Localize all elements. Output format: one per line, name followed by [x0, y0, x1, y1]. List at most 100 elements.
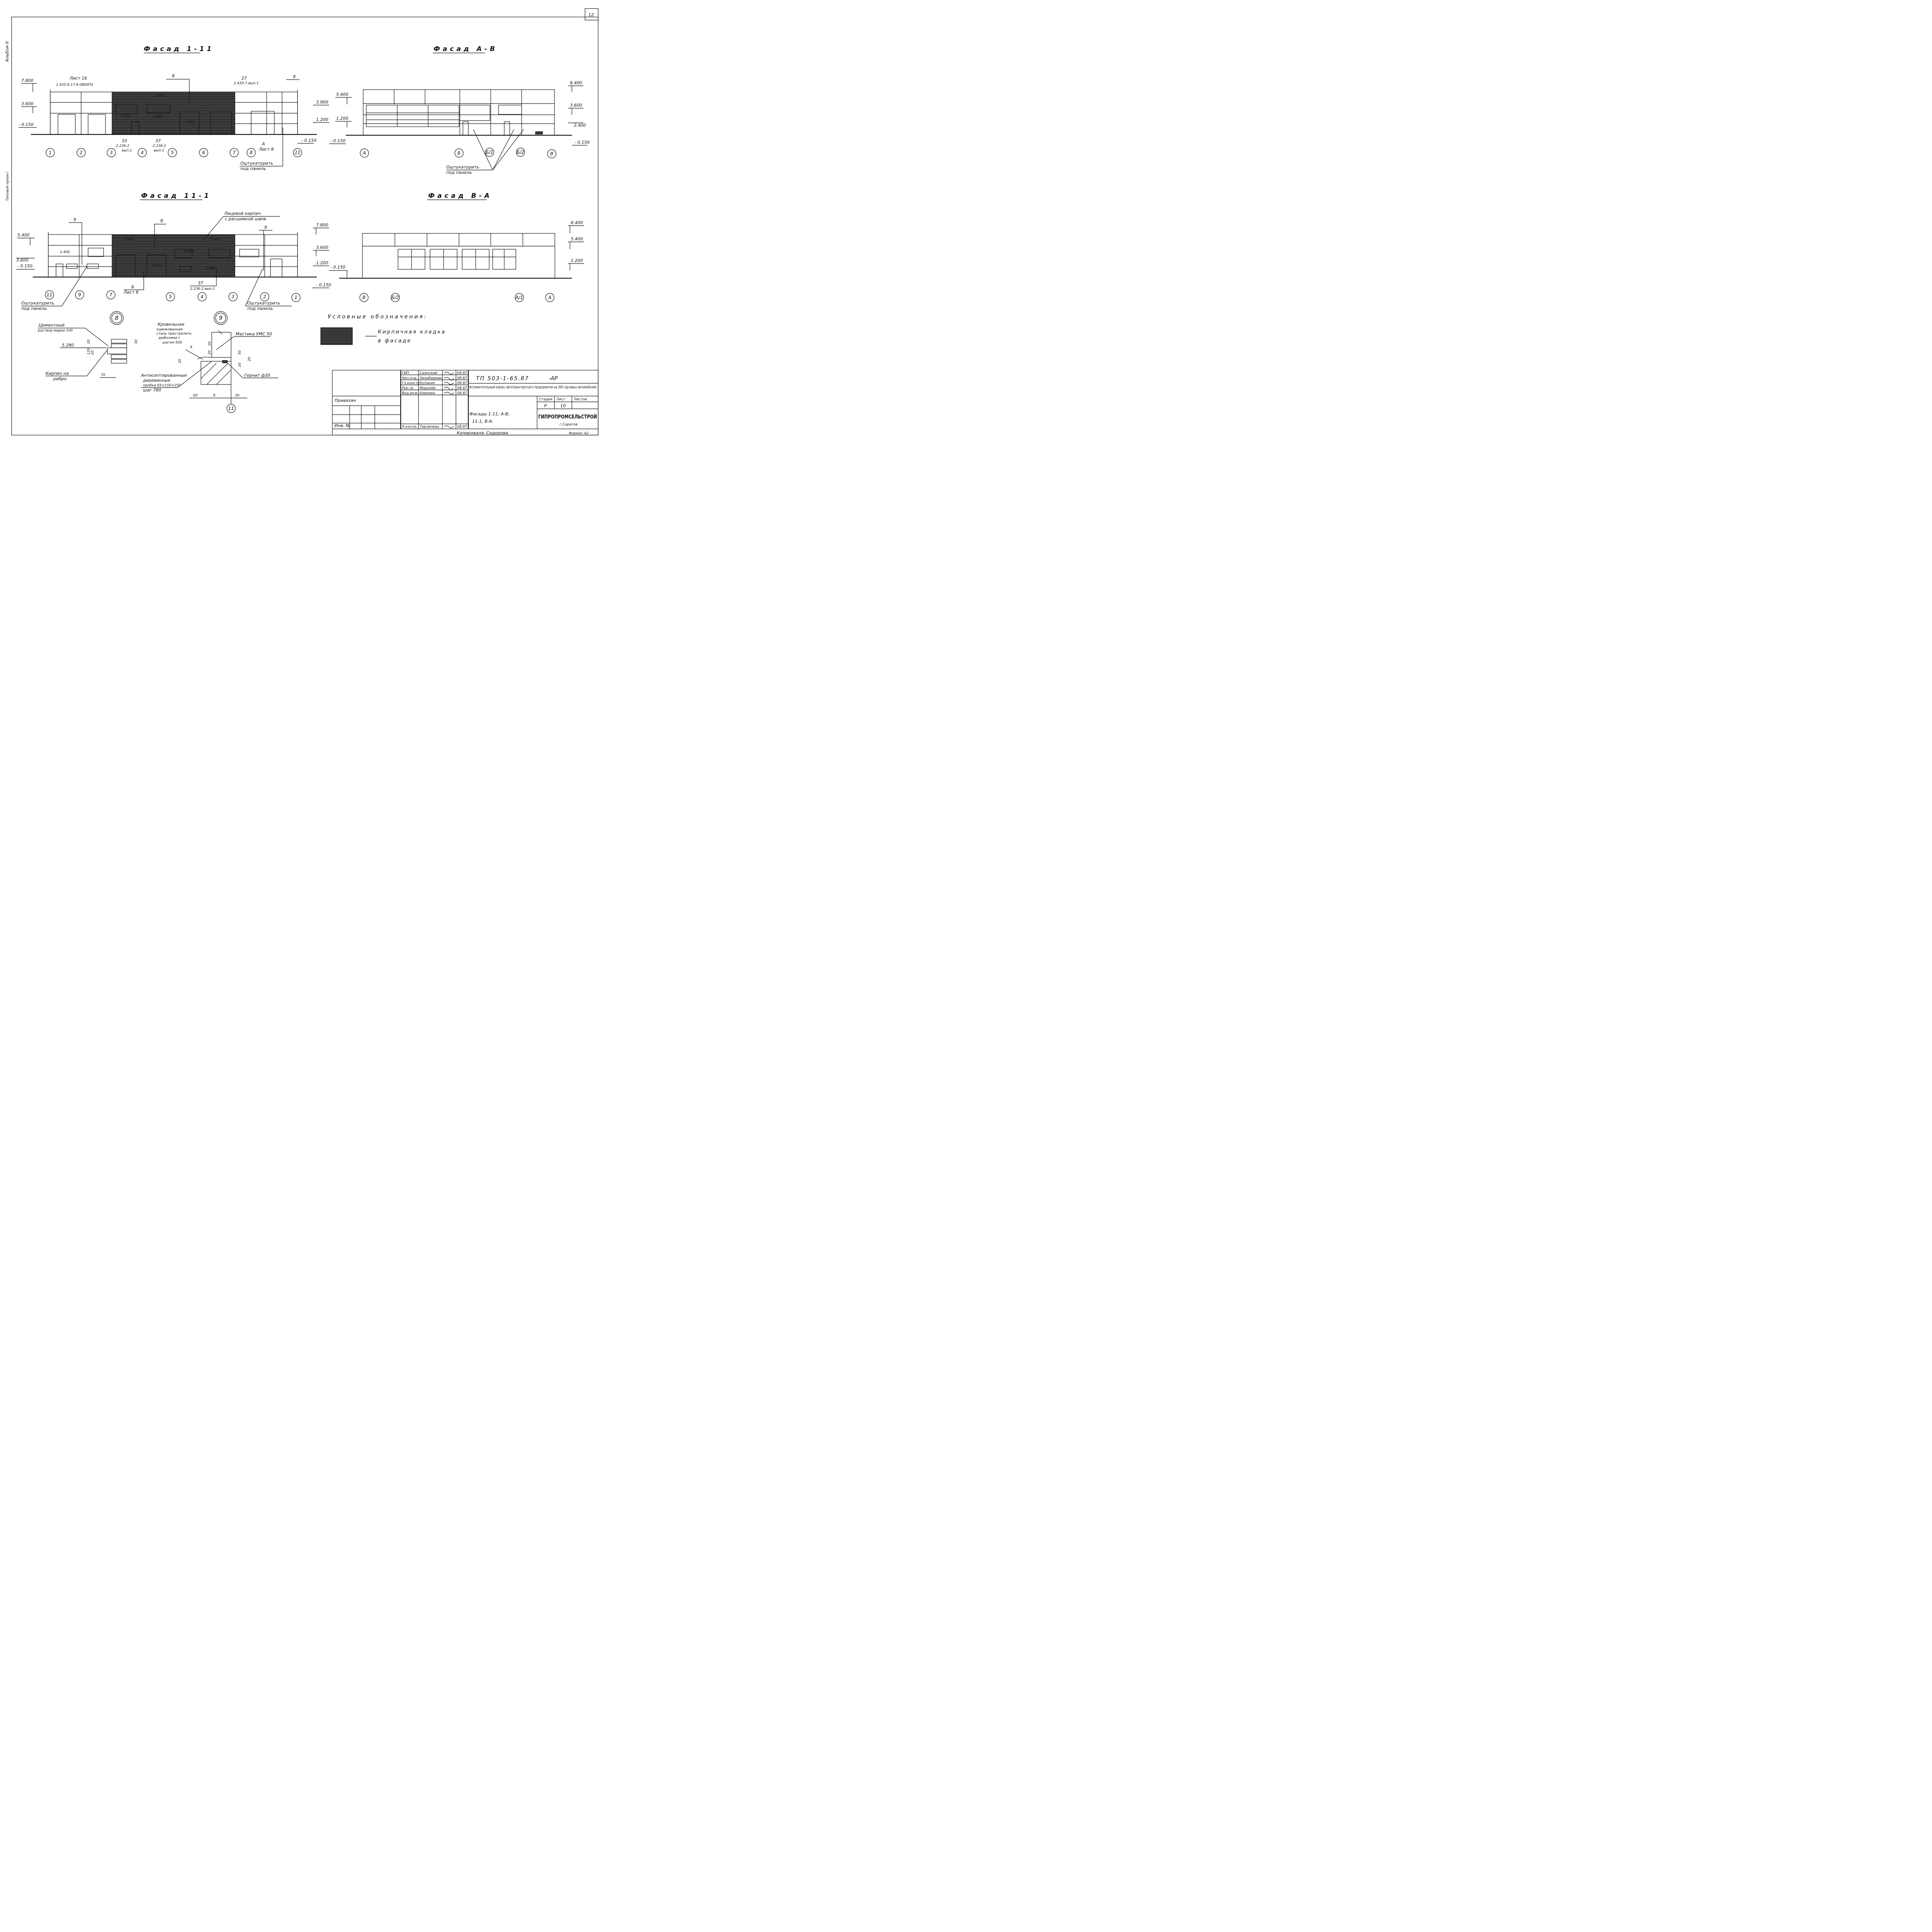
facade-1-11-levels: 7.800 3.600 - 0.150 3.900 1.200 - 0.150: [19, 78, 329, 144]
name: Киреева: [420, 391, 435, 395]
axis-label: 2: [80, 150, 83, 155]
note: Кровельная: [158, 322, 184, 327]
note: 5.400: [124, 238, 134, 242]
dim: 20: [208, 350, 212, 355]
note: 9: [293, 74, 296, 79]
sheet-title-2: 11-1; В-А.: [472, 419, 493, 424]
note: 8: [172, 73, 175, 78]
facade-v-a-title: Фасад В-А: [428, 192, 492, 200]
note: Лист 8: [123, 290, 138, 295]
note: раствор марки 100: [37, 329, 73, 333]
note: Оштукатурить: [446, 165, 479, 170]
dim: 120: [87, 348, 91, 355]
note: деревянные: [143, 378, 170, 383]
level-mark: 5.400: [17, 233, 30, 238]
note: 6: [190, 345, 192, 349]
note: вып.1: [154, 149, 164, 153]
note: Кирпич на: [46, 371, 69, 376]
note: 9: [73, 217, 76, 222]
level-mark: 7.800: [21, 78, 34, 83]
name: Зильберман: [420, 376, 442, 380]
note: 5.400: [211, 238, 221, 242]
name: Чупакин: [420, 381, 435, 385]
note: 3.900: [184, 250, 194, 253]
note: шаг 780: [143, 388, 161, 393]
level-mark: - 0.150: [330, 265, 345, 270]
sheet-number: 12: [588, 12, 594, 17]
dim: 20: [238, 362, 242, 367]
legend-item-line1: Кирпичная кладка: [378, 329, 446, 335]
note: Лицевой кирпич: [224, 211, 261, 216]
axis-label: 7: [109, 292, 112, 298]
facade-11-1-title: Фасад 11-1: [141, 192, 211, 200]
signature: [444, 372, 454, 429]
level-mark: 5.400: [336, 92, 349, 97]
level-mark: 3.600: [21, 101, 34, 106]
role: Нач.отд.: [402, 376, 417, 380]
axis-label: 1: [294, 295, 298, 300]
name: Саянский: [420, 371, 437, 375]
facade-a-v-levels: 5.400 1.200 - 0.150 8.400 3.600 2.400 - …: [329, 80, 590, 146]
axis-label: А: [362, 150, 366, 156]
level-mark: 3.900: [316, 100, 328, 105]
facade-v-a-axes: В Б/2 А/1 А: [359, 293, 554, 302]
facade-11-1: Фасад 11-1 5.400 3.600 - 0.150: [16, 192, 331, 311]
node-mark: 9: [219, 315, 223, 321]
level-mark: - 0.150: [19, 122, 34, 127]
stage: Р: [544, 403, 547, 408]
level-mark: - 0.150: [17, 264, 32, 269]
sheet-frame: [11, 17, 599, 435]
sheet-label: Лист: [556, 398, 566, 401]
note: 2.236-2: [116, 144, 129, 148]
side-label-2: Типовой проект: [6, 172, 10, 201]
facade-a-v: Фасад А-В 5.400 1.200 - 0.150 8.400: [329, 45, 590, 175]
facade-1-11-title: Фасад 1-11: [144, 45, 214, 53]
note: 27: [242, 76, 247, 81]
role: Гл.констр.: [402, 381, 421, 385]
note: 2.435-7.вып.1: [234, 82, 259, 85]
level-mark: - 0.150: [330, 138, 345, 143]
note: 2.400: [206, 267, 216, 270]
date: 08.87: [457, 371, 467, 375]
axis-label: 9: [78, 292, 81, 298]
dim: 20: [91, 350, 95, 355]
org-name: ГИПРОПРОМСЕЛЬСТРОЙ: [538, 414, 597, 420]
role: Рук.гр.: [402, 386, 414, 390]
note: Цементный: [39, 323, 65, 328]
facade-v-a-levels: - 0.150 8.400 5.400 1.200: [329, 220, 584, 278]
sheets-label: Листов: [573, 398, 587, 401]
note: Антисептированные: [141, 373, 187, 378]
project-code: ТП 503-1-65.87: [476, 376, 529, 382]
dim: 30: [134, 339, 138, 344]
node-8: 8 Цементный раствор марки 100 5.280 20 3…: [37, 311, 138, 381]
level-mark: - 0.150: [301, 138, 316, 143]
dim: 70: [101, 373, 105, 377]
axis-label: 7: [233, 150, 236, 155]
axis-label: 4: [201, 294, 204, 299]
sheet-title-1: Фасады 1-11; А-В;: [469, 412, 510, 417]
level-mark: 1.200: [316, 260, 328, 265]
axis-label: 2: [263, 294, 266, 299]
axis-label: 11: [228, 406, 234, 411]
note: 1.435.9-17.8-0800П3: [56, 83, 94, 87]
date: 08.87: [457, 425, 467, 429]
stage-label: Стадия: [539, 398, 553, 401]
role: ГИП: [402, 371, 409, 375]
level-mark: 8.400: [571, 220, 583, 225]
axis-label: В: [362, 295, 366, 300]
note: 37: [198, 281, 203, 286]
org-city: г.Саратов: [560, 423, 578, 427]
axis-label: А/1: [515, 295, 523, 300]
note: Оштукатурить: [21, 301, 54, 306]
axis-label: 5: [169, 294, 172, 299]
dim: 30: [235, 394, 240, 398]
note: 2.236-2: [153, 144, 166, 148]
tied-label: Привязан: [335, 398, 356, 403]
dim: 20: [178, 359, 182, 363]
note: под панель: [21, 306, 47, 311]
note: 2.236-2.вып.1: [190, 287, 215, 291]
dim: 20: [248, 357, 252, 361]
axis-label: 4: [141, 150, 144, 155]
note: Лист 16: [69, 76, 87, 81]
level-mark: 8.400: [570, 80, 582, 85]
